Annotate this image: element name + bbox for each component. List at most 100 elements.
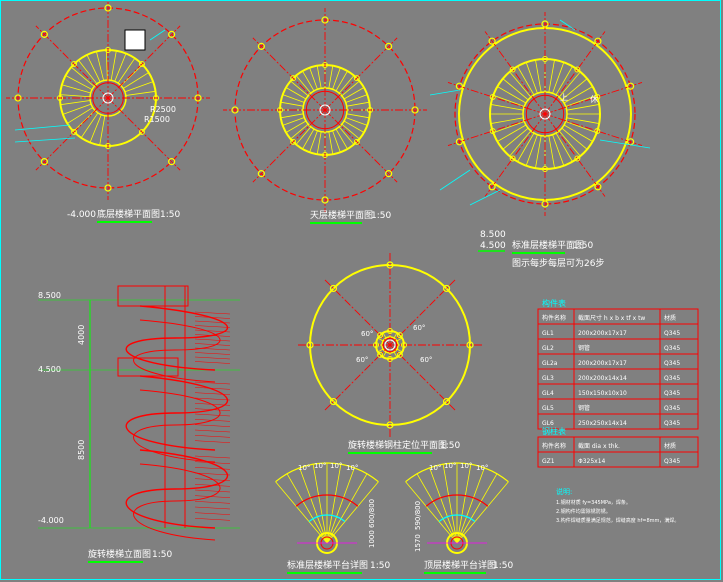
stair-tread bbox=[285, 87, 307, 100]
stair-tread bbox=[302, 128, 315, 150]
column-marker bbox=[321, 196, 329, 204]
stair-tread bbox=[565, 121, 597, 134]
stair-tread bbox=[338, 75, 355, 94]
stair-tread bbox=[302, 70, 315, 92]
elev-dim-8500: 8500 bbox=[77, 440, 86, 460]
dim-r1500: R1500 bbox=[144, 115, 170, 124]
axis-line bbox=[447, 113, 546, 146]
detail-standard: 10° 10° 10° 10° 1000 600/800 标准层楼梯平台详图 1… bbox=[275, 462, 390, 574]
table-cell: GL5 bbox=[542, 405, 554, 412]
stair-column-marker bbox=[71, 128, 78, 135]
table-cell: 截面尺寸 h x b x tf x tw bbox=[578, 314, 645, 322]
tread-line bbox=[194, 361, 231, 364]
table-cell: Q345 bbox=[664, 375, 680, 382]
stair-tread bbox=[346, 113, 370, 119]
column-marker bbox=[541, 20, 549, 28]
fan-arc bbox=[295, 494, 359, 507]
stair-tread bbox=[393, 351, 398, 358]
stair-tread bbox=[332, 67, 341, 90]
column-marker bbox=[455, 138, 464, 146]
stair-tread bbox=[70, 66, 95, 87]
table-cell: Φ325x14 bbox=[578, 458, 606, 465]
stair-tread bbox=[561, 127, 588, 150]
stair-column-marker bbox=[377, 351, 384, 358]
bottom-plan-elevation: -4.000 bbox=[67, 210, 96, 220]
stair-tread bbox=[110, 50, 117, 81]
stair-column-marker bbox=[290, 138, 297, 145]
landing-top bbox=[117, 285, 189, 307]
standard-plan: 上 休 8.500 4.500 标准层楼梯平面图 1:50 图示每步每层可为26… bbox=[429, 12, 651, 269]
bottom-plan-title: 底层楼梯平面图 bbox=[97, 208, 160, 220]
stair-column-marker bbox=[542, 56, 548, 62]
spiral-stringer bbox=[125, 375, 229, 451]
stair-tread bbox=[393, 332, 398, 339]
axis-line bbox=[35, 25, 109, 99]
axis-line bbox=[35, 97, 109, 171]
tread-line bbox=[194, 419, 231, 422]
column-marker bbox=[321, 16, 329, 24]
tread-line bbox=[194, 387, 231, 390]
stair-tread bbox=[565, 94, 597, 107]
detail-top-title: 顶层楼梯平台详图 bbox=[424, 559, 496, 571]
table-cell: 构件名称 bbox=[542, 314, 566, 322]
stair-tread bbox=[555, 132, 573, 162]
column-marker bbox=[329, 397, 338, 406]
stair-column-marker bbox=[574, 66, 581, 73]
table-cell: Q345 bbox=[664, 345, 680, 352]
column-marker bbox=[455, 82, 464, 90]
axis-line bbox=[544, 113, 643, 146]
fan-ray bbox=[275, 481, 328, 544]
table-cell: 200x200x17x17 bbox=[578, 330, 627, 337]
table-cell: 材质 bbox=[664, 442, 676, 450]
column-plan-angle-3: 60° bbox=[356, 356, 368, 364]
tread-line bbox=[194, 347, 231, 351]
stair-tread bbox=[563, 86, 593, 104]
table-cell: GL1 bbox=[542, 330, 554, 337]
stair-column-marker bbox=[396, 351, 403, 358]
stair-tread bbox=[490, 104, 524, 111]
stair-tread bbox=[493, 121, 525, 134]
spiral-stringer bbox=[133, 463, 221, 541]
stair-column-marker bbox=[489, 127, 496, 134]
fan-arc bbox=[438, 514, 476, 523]
column-marker bbox=[257, 170, 265, 178]
stair-tread bbox=[377, 348, 384, 353]
table-row bbox=[537, 413, 699, 430]
stair-column-marker bbox=[373, 342, 379, 348]
stair-tread bbox=[105, 50, 108, 81]
stair-column-marker bbox=[594, 127, 601, 134]
stair-column-marker bbox=[367, 107, 373, 113]
stair-tread bbox=[328, 131, 334, 155]
stair-tread bbox=[60, 94, 91, 98]
stair-tread bbox=[548, 59, 555, 93]
stair-column-marker bbox=[322, 62, 328, 68]
stair-tread bbox=[65, 75, 93, 90]
fan-ray bbox=[326, 467, 355, 544]
stair-column-marker bbox=[594, 94, 601, 101]
tread-line bbox=[194, 495, 231, 498]
tread-line bbox=[194, 329, 231, 333]
center-post bbox=[384, 339, 396, 351]
stair-tread bbox=[61, 84, 91, 94]
table-cell: GZ1 bbox=[542, 458, 555, 465]
tread-line bbox=[194, 518, 231, 521]
axis-line bbox=[484, 31, 546, 115]
fan-ray bbox=[326, 464, 342, 544]
fan-ray bbox=[442, 464, 458, 544]
table-cell: GL3 bbox=[542, 375, 554, 382]
stair-tread bbox=[62, 103, 92, 115]
tread-line bbox=[194, 440, 231, 443]
table-cell: Q345 bbox=[664, 420, 680, 427]
stair-tread bbox=[338, 126, 355, 145]
stair-column-marker bbox=[105, 143, 111, 149]
stair-tread bbox=[555, 66, 573, 96]
stair-tread bbox=[566, 117, 600, 124]
table-cell: GL2 bbox=[542, 345, 554, 352]
table-cell: 200x200x14x14 bbox=[578, 375, 627, 382]
column-marker bbox=[40, 30, 48, 38]
stair-tread bbox=[124, 81, 154, 93]
stair-tread bbox=[382, 332, 387, 339]
stair-tread bbox=[525, 134, 538, 166]
